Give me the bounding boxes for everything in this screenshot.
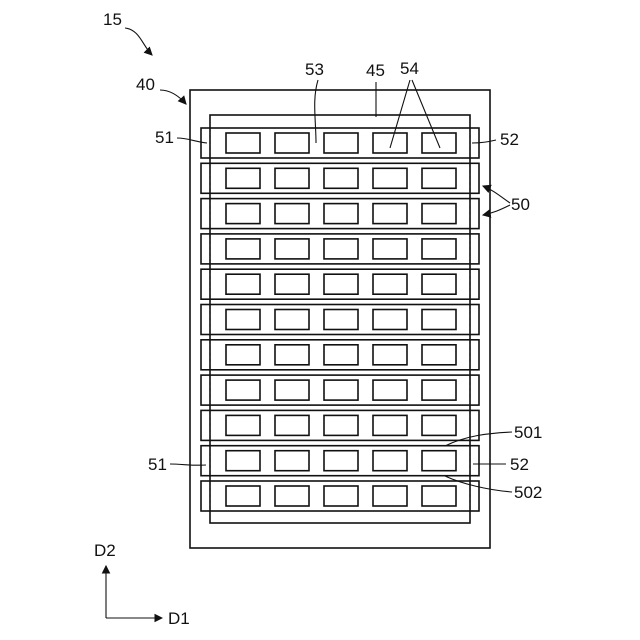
cell (226, 239, 260, 259)
row-cell-label: 501 (514, 423, 542, 442)
strip-array (201, 128, 479, 511)
cell (275, 310, 309, 330)
cell (226, 415, 260, 435)
layer-outline (210, 115, 470, 523)
figure-ref-label: 15 (103, 10, 122, 29)
panel-label: 40 (136, 75, 155, 94)
cell (324, 168, 358, 188)
cell (275, 415, 309, 435)
cell (373, 486, 407, 506)
cell (275, 486, 309, 506)
cell (422, 380, 456, 400)
cell (275, 168, 309, 188)
cell (324, 310, 358, 330)
cell (226, 310, 260, 330)
cell (373, 380, 407, 400)
left-edge-label-top: 51 (155, 128, 174, 147)
cell (373, 310, 407, 330)
strip-group-leader-b (483, 205, 510, 215)
cell (275, 451, 309, 471)
cell (324, 133, 358, 153)
cell (226, 345, 260, 365)
cell (422, 274, 456, 294)
cell (422, 239, 456, 259)
cells-label: 54 (400, 59, 419, 78)
axis-d1-label: D1 (168, 609, 190, 628)
layer-label: 45 (366, 61, 385, 80)
row-bottom-label: 502 (514, 483, 542, 502)
cell (226, 274, 260, 294)
cell (373, 204, 407, 224)
cell (226, 486, 260, 506)
cell (373, 451, 407, 471)
cell (422, 345, 456, 365)
cell (422, 415, 456, 435)
cell (226, 204, 260, 224)
cell (373, 239, 407, 259)
strip-group-leader-a (483, 186, 510, 203)
cell (226, 168, 260, 188)
cell (373, 133, 407, 153)
cell (226, 380, 260, 400)
cell (226, 133, 260, 153)
right-edge-label-bottom: 52 (510, 455, 529, 474)
right-edge-label-top: 52 (500, 130, 519, 149)
cell (324, 380, 358, 400)
cell (275, 133, 309, 153)
cell (422, 486, 456, 506)
axis-d2-label: D2 (94, 541, 116, 560)
cell (226, 451, 260, 471)
cell (275, 239, 309, 259)
cell (324, 345, 358, 365)
cell (324, 451, 358, 471)
cell (422, 204, 456, 224)
gap-label: 53 (305, 60, 324, 79)
cell (373, 274, 407, 294)
cell (275, 204, 309, 224)
right-edge-leader-top (472, 140, 496, 143)
cell (324, 415, 358, 435)
figure-ref-leader (125, 28, 152, 55)
cell (422, 168, 456, 188)
cell (324, 486, 358, 506)
cell (422, 133, 456, 153)
cell (422, 451, 456, 471)
cell (422, 310, 456, 330)
cell (324, 204, 358, 224)
panel-leader (160, 90, 186, 104)
cell (373, 345, 407, 365)
strip-group-label: 50 (511, 195, 530, 214)
cell (373, 168, 407, 188)
cell (324, 239, 358, 259)
cell (324, 274, 358, 294)
left-edge-leader-top (177, 138, 207, 143)
cell (275, 380, 309, 400)
cell (275, 274, 309, 294)
cell (275, 345, 309, 365)
left-edge-label-bottom: 51 (148, 455, 167, 474)
cell (373, 415, 407, 435)
